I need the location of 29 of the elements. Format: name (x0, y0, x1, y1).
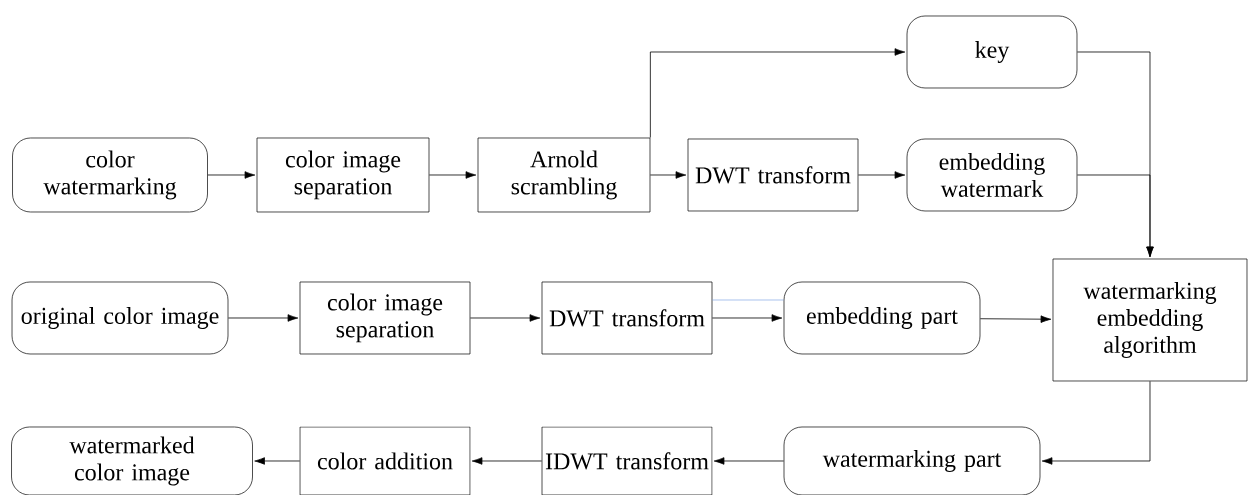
process-box: DWT transform (541, 281, 713, 355)
arrow (227, 314, 299, 322)
process-box: color addition (299, 426, 471, 495)
process-box: color image separation (299, 281, 471, 355)
rounded-box: color watermarking (12, 137, 208, 213)
process-box: color image separation (256, 137, 430, 213)
arrow (254, 457, 301, 465)
process-box: watermarking embedding algorithm (1052, 258, 1248, 382)
rounded-box: watermarking part (783, 426, 1041, 495)
rounded-box: original color image (11, 281, 229, 355)
arrow (649, 48, 906, 139)
rounded-box: embedding part (783, 281, 981, 355)
process-box: IDWT transform (541, 426, 713, 495)
rounded-box: embedding watermark (906, 138, 1078, 212)
arrow (979, 315, 1052, 323)
arrow (711, 314, 783, 322)
arrow (1041, 380, 1151, 465)
rounded-box: watermarked color image (11, 426, 253, 495)
arrow (713, 457, 785, 465)
arrow (1076, 174, 1154, 258)
process-box: Arnold scrambling (477, 137, 651, 213)
arrow (857, 171, 906, 179)
arrow (471, 457, 543, 465)
process-box: DWT transform (687, 138, 859, 212)
arrow (649, 171, 687, 179)
arrow (207, 171, 256, 179)
arrow (428, 171, 477, 179)
rounded-box: key (906, 15, 1078, 89)
arrow (469, 314, 541, 322)
